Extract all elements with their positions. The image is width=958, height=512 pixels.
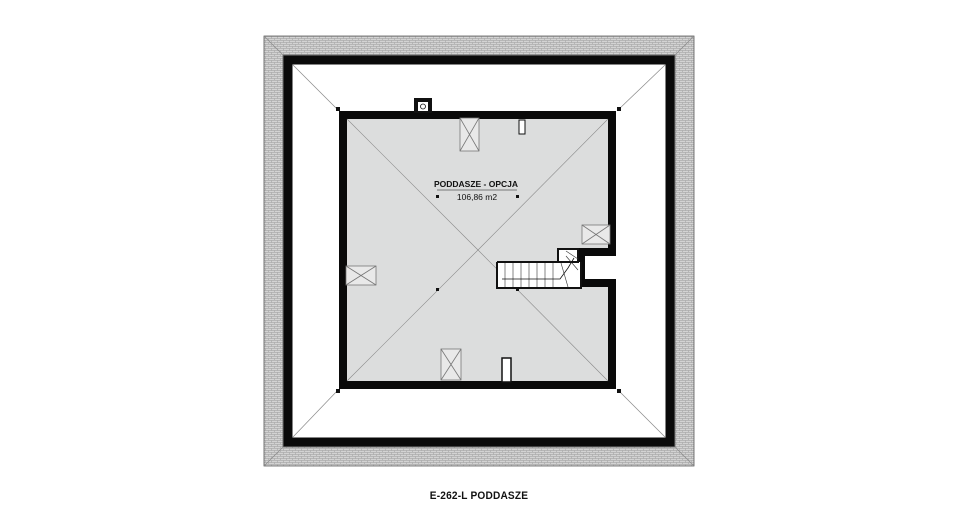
vent <box>518 119 526 135</box>
roof-window-east <box>581 224 611 245</box>
roof-windows <box>345 117 611 381</box>
posts <box>336 107 621 393</box>
roof-hip-lines <box>263 35 695 467</box>
roof-window-south <box>440 348 462 381</box>
room-area: 106,86 m2 <box>457 192 497 202</box>
south-vent <box>501 357 512 383</box>
roof-window-west <box>345 265 377 286</box>
room-name: PODDASZE - OPCJA <box>434 179 518 189</box>
plan-caption: E-262-L PODDASZE <box>429 490 529 502</box>
staircase <box>496 248 582 289</box>
roof-window-north <box>459 117 480 152</box>
chimney <box>414 98 432 113</box>
